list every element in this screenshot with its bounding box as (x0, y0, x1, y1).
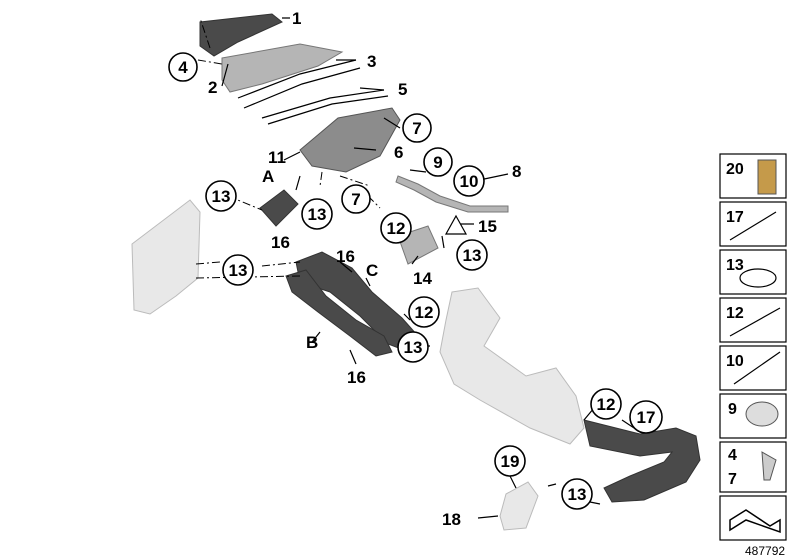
label-3: 3 (367, 52, 376, 71)
bracket (439, 287, 585, 445)
svg-text:12: 12 (387, 219, 406, 238)
label-15: 15 (478, 217, 497, 236)
label-6: 6 (394, 143, 403, 162)
label-1: 1 (292, 9, 301, 28)
svg-text:13: 13 (463, 246, 482, 265)
part-1-cover (199, 13, 283, 57)
label-16c: 16 (347, 368, 366, 387)
svg-text:10: 10 (460, 172, 479, 191)
callout-7b: 7 (341, 184, 371, 214)
legend-label-6: 4 (728, 447, 737, 464)
label-5: 5 (398, 80, 407, 99)
warning-triangle-icon (444, 214, 468, 235)
bottle-icon (757, 159, 777, 195)
legend-label-0: 20 (726, 161, 744, 178)
svg-text:9: 9 (433, 153, 442, 172)
callout-19: 19 (494, 445, 526, 477)
svg-text:4: 4 (178, 58, 188, 77)
hose-clamp-icon (739, 268, 777, 288)
svg-text:7: 7 (351, 190, 360, 209)
label-18: 18 (442, 510, 461, 529)
screw-icon (761, 451, 777, 481)
clip-icon (745, 401, 779, 427)
part-hose-lower (285, 269, 393, 357)
legend-row-1 (719, 201, 787, 247)
svg-text:19: 19 (501, 452, 520, 471)
legend-label-3: 12 (726, 305, 744, 322)
label-C: C (366, 261, 378, 280)
callout-4: 4 (168, 52, 198, 82)
part-3-seal (237, 59, 361, 109)
legend-row-8 (719, 495, 787, 541)
callout-13d: 13 (222, 254, 254, 286)
label-16a: 16 (271, 233, 290, 252)
part-5-seal (261, 89, 389, 125)
legend-row-3 (719, 297, 787, 343)
legend-label-4: 10 (726, 353, 744, 370)
callout-13f: 13 (561, 478, 593, 510)
legend-label-2: 13 (726, 257, 744, 274)
svg-text:17: 17 (637, 408, 656, 427)
cable-tie-icon (729, 211, 777, 241)
svg-text:12: 12 (415, 303, 434, 322)
callout-12b: 12 (408, 296, 440, 328)
leader-lines (221, 17, 641, 519)
svg-text:12: 12 (597, 395, 616, 414)
part-17-hose (583, 419, 701, 503)
label-B: B (306, 333, 318, 352)
svg-text:13: 13 (229, 261, 248, 280)
part-8-hose (395, 175, 509, 213)
callout-9: 9 (423, 147, 453, 177)
callout-10: 10 (453, 165, 485, 197)
legend-row-4 (719, 345, 787, 391)
legend-panel: 20 17 13 12 10 9 4 7 (719, 153, 787, 541)
cable-tie-10-icon (733, 351, 781, 385)
part-16-sleeve (259, 189, 299, 227)
callout-12c: 12 (590, 388, 622, 420)
label-2: 2 (208, 78, 217, 97)
label-A: A (262, 167, 274, 186)
svg-text:13: 13 (404, 338, 423, 357)
left-housing (131, 199, 201, 315)
part-18-bracket (499, 481, 539, 531)
label-8: 8 (512, 162, 521, 181)
legend-label-7: 7 (728, 471, 737, 488)
label-11: 11 (268, 148, 286, 167)
angle-symbol-icon (729, 509, 781, 534)
callout-13a: 13 (205, 180, 237, 212)
svg-text:7: 7 (412, 119, 421, 138)
svg-text:13: 13 (212, 187, 231, 206)
legend-label-5: 9 (728, 401, 737, 418)
callout-12a: 12 (380, 212, 412, 244)
svg-text:13: 13 (308, 205, 327, 224)
callout-13e: 13 (397, 331, 429, 363)
label-16b: 16 (336, 247, 355, 266)
callout-17: 17 (629, 400, 663, 434)
legend-row-6 (719, 441, 787, 493)
callout-13c: 13 (456, 239, 488, 271)
svg-text:13: 13 (568, 485, 587, 504)
cable-strap-icon (729, 307, 781, 337)
callout-13b: 13 (301, 198, 333, 230)
legend-label-1: 17 (726, 209, 744, 226)
part-6-housing (299, 107, 401, 173)
document-number: 487792 (745, 544, 785, 558)
label-14: 14 (413, 269, 432, 288)
callout-7a: 7 (402, 113, 432, 143)
